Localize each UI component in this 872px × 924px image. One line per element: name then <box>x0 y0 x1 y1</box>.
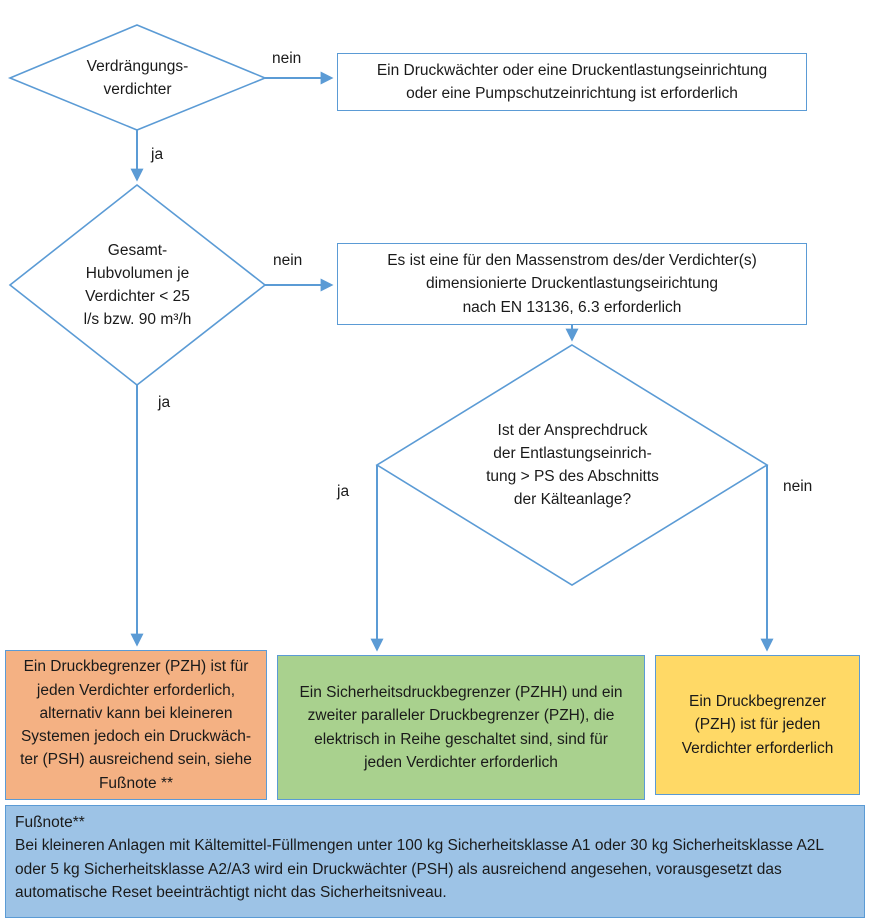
edge-label-d1-ja: ja <box>151 146 164 163</box>
box-relief-device-required: Es ist eine für den Massenstrom des/der … <box>337 243 807 325</box>
decision-set-pressure-shape <box>375 344 769 586</box>
result-pzhh-and-pzh: Ein Sicherheitsdruckbegrenzer (PZHH) und… <box>277 655 645 800</box>
edge-label-d3-ja: ja <box>337 483 350 500</box>
box-pressure-switch-required: Ein Druckwächter oder eine Druckentlastu… <box>337 53 807 111</box>
footnote-box: Fußnote** Bei kleineren Anlagen mit Kält… <box>5 805 865 918</box>
edge-label-d2-ja: ja <box>158 394 171 411</box>
edge-label-d3-nein: nein <box>783 478 813 495</box>
decision-swept-volume-label: Gesamt- Hubvolumen je Verdichter < 25 l/… <box>83 241 192 329</box>
decision-displacement-compressor-label: Verdrängungs- verdichter <box>86 57 189 98</box>
result-pzh-or-psh: Ein Druckbegrenzer (PZH) ist für jeden V… <box>5 650 267 800</box>
edge-label-d2-nein: nein <box>273 252 303 269</box>
result-pzh-required: Ein Druckbegrenzer (PZH) ist für jeden V… <box>655 655 860 795</box>
edge-label-d1-nein: nein <box>272 50 302 67</box>
footnote-body: Bei kleineren Anlagen mit Kältemittel-Fü… <box>15 837 824 901</box>
decision-set-pressure-label: Ist der Ansprechdruck der Entlastungsein… <box>486 421 659 509</box>
footnote-title: Fußnote** <box>15 814 85 831</box>
